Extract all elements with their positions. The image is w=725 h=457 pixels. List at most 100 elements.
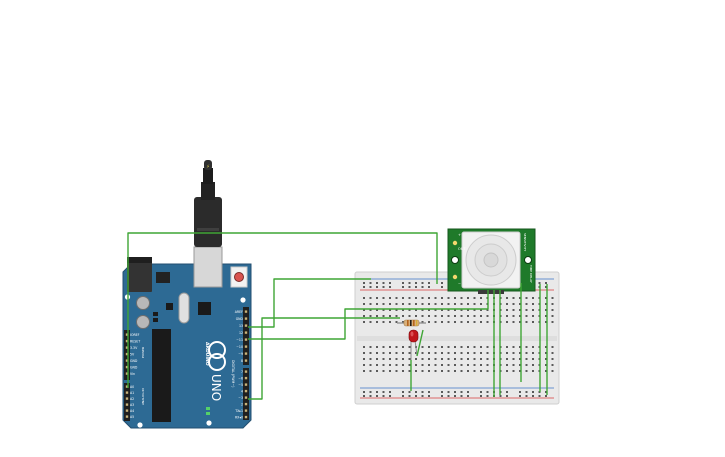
breadboard-hole[interactable] [369,370,372,372]
breadboard-hole[interactable] [408,309,411,311]
breadboard-hole[interactable] [519,364,521,366]
breadboard-hole[interactable] [525,297,528,299]
breadboard-rail-hole[interactable] [480,391,482,393]
breadboard-hole[interactable] [447,358,450,360]
breadboard-rail-hole[interactable] [441,391,443,393]
breadboard-hole[interactable] [512,321,515,323]
breadboard-hole[interactable] [447,364,450,366]
breadboard-rail-hole[interactable] [421,391,424,393]
breadboard-hole[interactable] [532,309,534,311]
breadboard-hole[interactable] [402,346,404,348]
breadboard-hole[interactable] [428,309,430,311]
breadboard-hole[interactable] [473,303,476,305]
breadboard-hole[interactable] [467,321,469,323]
breadboard-rail-hole[interactable] [506,395,508,397]
breadboard-hole[interactable] [473,370,476,372]
breadboard-hole[interactable] [415,309,417,311]
breadboard-hole[interactable] [512,370,515,372]
breadboard-hole[interactable] [376,346,378,348]
breadboard-hole[interactable] [447,315,450,317]
breadboard-hole[interactable] [382,309,385,311]
breadboard-hole[interactable] [506,297,508,299]
pin-hole[interactable] [244,324,248,327]
breadboard-rail-hole[interactable] [402,282,404,284]
breadboard-hole[interactable] [519,370,521,372]
breadboard-hole[interactable] [506,346,508,348]
breadboard-hole[interactable] [454,352,456,354]
breadboard-hole[interactable] [506,364,508,366]
breadboard-hole[interactable] [382,321,385,323]
breadboard-rail-hole[interactable] [538,282,541,284]
pin-hole[interactable] [125,403,129,406]
breadboard-hole[interactable] [434,358,437,360]
breadboard-hole[interactable] [376,303,378,305]
breadboard-hole[interactable] [545,370,547,372]
breadboard-hole[interactable] [363,346,365,348]
breadboard-hole[interactable] [525,315,528,317]
breadboard-rail-hole[interactable] [369,395,372,397]
breadboard-hole[interactable] [363,315,365,317]
breadboard-hole[interactable] [519,346,521,348]
breadboard-hole[interactable] [421,370,424,372]
breadboard-hole[interactable] [467,358,469,360]
breadboard-hole[interactable] [369,303,372,305]
breadboard-hole[interactable] [441,303,443,305]
breadboard-hole[interactable] [415,370,417,372]
breadboard-hole[interactable] [447,309,450,311]
breadboard-hole[interactable] [454,309,456,311]
breadboard-hole[interactable] [428,358,430,360]
breadboard-hole[interactable] [460,346,463,348]
breadboard-rail-hole[interactable] [532,395,534,397]
breadboard-hole[interactable] [447,352,450,354]
breadboard-hole[interactable] [441,370,443,372]
breadboard-hole[interactable] [402,297,404,299]
breadboard-rail-hole[interactable] [408,282,411,284]
breadboard-hole[interactable] [512,364,515,366]
breadboard-rail-hole[interactable] [519,391,521,393]
breadboard-rail-hole[interactable] [402,391,404,393]
breadboard-hole[interactable] [467,309,469,311]
breadboard-rail-hole[interactable] [545,282,547,284]
wire-pin13-to-resistor[interactable] [248,290,489,340]
breadboard-hole[interactable] [415,364,417,366]
pin-hole[interactable] [244,338,248,341]
breadboard-hole[interactable] [434,315,437,317]
breadboard-hole[interactable] [376,321,378,323]
breadboard-hole[interactable] [454,346,456,348]
breadboard-hole[interactable] [525,309,528,311]
breadboard-hole[interactable] [460,321,463,323]
breadboard-rail-hole[interactable] [382,282,385,284]
breadboard-hole[interactable] [473,315,476,317]
breadboard-hole[interactable] [512,303,515,305]
breadboard-hole[interactable] [532,297,534,299]
breadboard-rail-hole[interactable] [499,395,502,397]
breadboard-hole[interactable] [376,309,378,311]
breadboard-hole[interactable] [473,346,476,348]
breadboard-hole[interactable] [467,297,469,299]
breadboard-hole[interactable] [551,297,554,299]
breadboard-hole[interactable] [480,358,482,360]
breadboard-rail-hole[interactable] [389,395,391,397]
breadboard-hole[interactable] [460,303,463,305]
breadboard-hole[interactable] [428,364,430,366]
breadboard-hole[interactable] [376,358,378,360]
breadboard-hole[interactable] [545,358,547,360]
breadboard-hole[interactable] [395,321,398,323]
wires[interactable] [127,232,548,400]
pin-hole[interactable] [125,365,129,369]
breadboard-hole[interactable] [551,370,554,372]
breadboard-hole[interactable] [408,315,411,317]
breadboard-hole[interactable] [532,370,534,372]
breadboard-hole[interactable] [389,321,391,323]
breadboard-hole[interactable] [363,358,365,360]
pir-motion-sensor[interactable]: + OUT − SENSITIVITY TIME DELAY [447,228,536,294]
breadboard-rail-hole[interactable] [363,286,365,288]
pin-hole[interactable] [244,389,248,393]
breadboard-rail-hole[interactable] [441,395,443,397]
breadboard-hole[interactable] [421,352,424,354]
red-led[interactable] [408,329,419,360]
pin-hole[interactable] [244,402,248,406]
breadboard-hole[interactable] [408,297,411,299]
arduino-pin-headers[interactable] [124,307,249,421]
breadboard-hole[interactable] [389,358,391,360]
